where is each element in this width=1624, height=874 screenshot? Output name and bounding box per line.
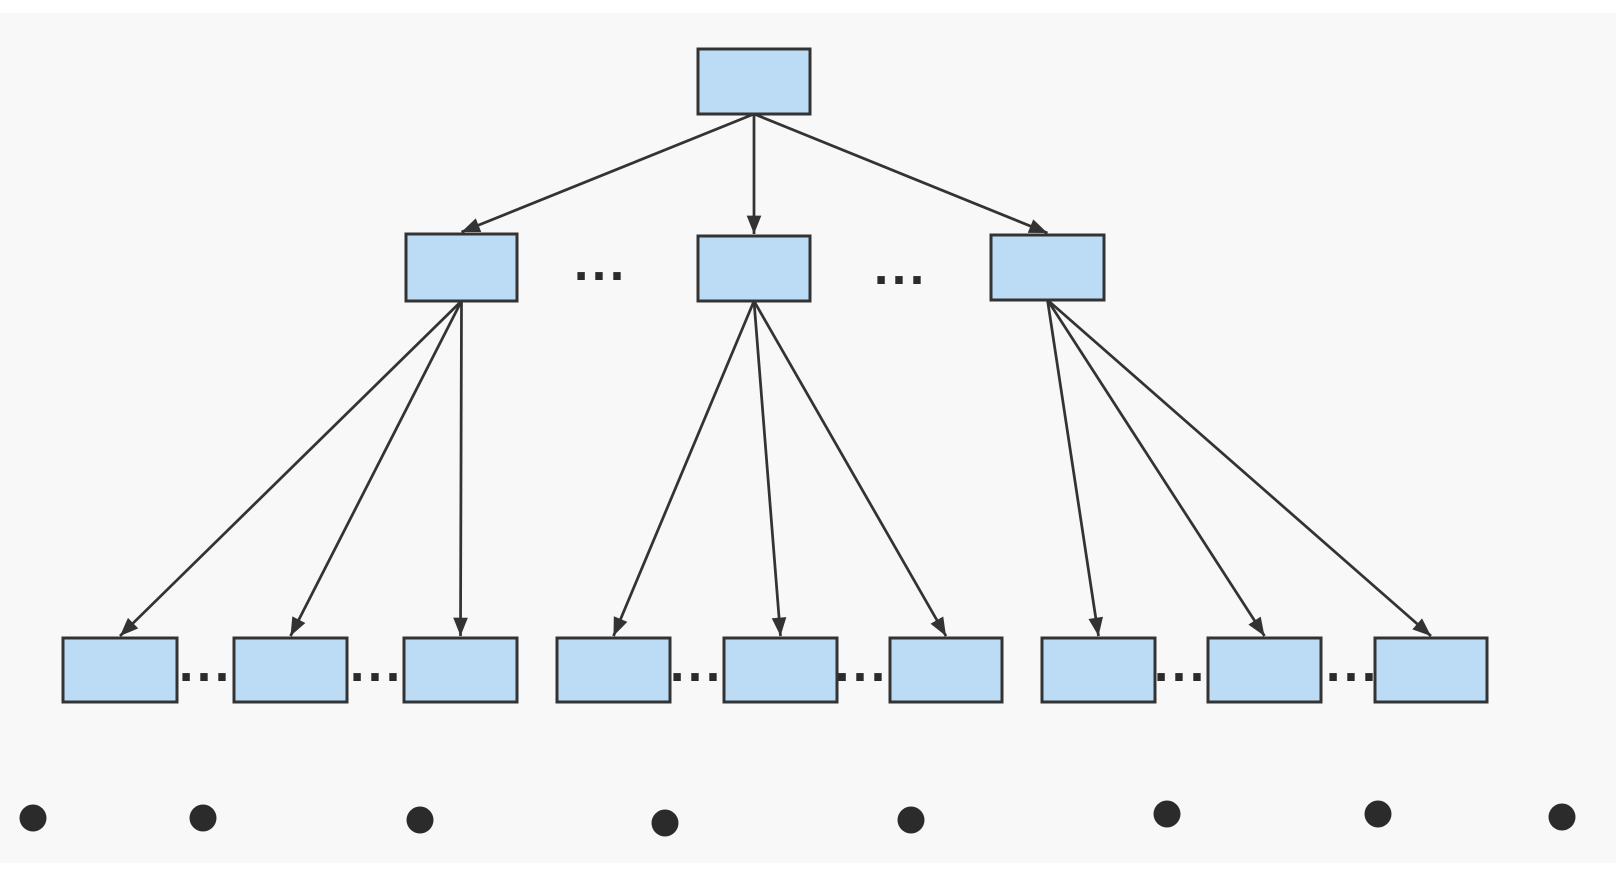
leaf-node bbox=[722, 636, 839, 704]
tree-edge-arrow bbox=[753, 112, 1049, 235]
level2-node bbox=[989, 233, 1106, 302]
root-node bbox=[696, 47, 812, 116]
continuation-dot bbox=[19, 804, 47, 832]
tree-edge-arrow bbox=[1046, 299, 1266, 637]
leaf-node bbox=[1040, 636, 1157, 704]
leaf-node bbox=[232, 636, 349, 704]
continuation-dots-layer bbox=[19, 800, 1576, 837]
continuation-dot bbox=[1548, 803, 1576, 831]
ellipsis-label: ... bbox=[573, 241, 627, 290]
tree-edge-arrow bbox=[612, 300, 756, 637]
level2-node bbox=[696, 234, 812, 303]
leaf-node bbox=[555, 636, 672, 704]
ellipsis-label: ... bbox=[349, 642, 403, 691]
tree-edge-arrow bbox=[1046, 299, 1103, 637]
tree-edge-arrow bbox=[460, 112, 755, 234]
edge-layer bbox=[119, 112, 1432, 638]
tree-edge-arrow bbox=[1046, 298, 1432, 638]
leaf-node bbox=[61, 636, 179, 704]
continuation-dot bbox=[897, 806, 925, 834]
leaf-node bbox=[1206, 636, 1323, 704]
continuation-dot bbox=[1364, 800, 1392, 828]
ellipsis-layer: ........................ bbox=[178, 241, 1379, 691]
ellipsis-label: ... bbox=[1325, 642, 1379, 691]
leaf-node bbox=[888, 636, 1004, 704]
leaf-node bbox=[402, 636, 519, 704]
ellipsis-label: ... bbox=[178, 642, 232, 691]
tree-edge-arrow bbox=[752, 300, 787, 637]
continuation-dot bbox=[189, 804, 217, 832]
continuation-dot bbox=[1153, 800, 1181, 828]
leaf-node bbox=[1373, 636, 1489, 704]
tree-edge-arrow bbox=[289, 300, 463, 637]
ellipsis-label: ... bbox=[873, 245, 927, 294]
level2-node bbox=[404, 232, 519, 303]
continuation-dot bbox=[651, 809, 679, 837]
diagram-canvas-surface bbox=[0, 13, 1616, 863]
tree-edge-arrow bbox=[119, 300, 463, 637]
node-layer bbox=[61, 47, 1489, 704]
ellipsis-label: ... bbox=[834, 642, 888, 691]
tree-edge-arrow bbox=[752, 300, 948, 637]
ellipsis-label: ... bbox=[1153, 642, 1207, 691]
ellipsis-label: ... bbox=[669, 642, 723, 691]
continuation-dot bbox=[406, 806, 434, 834]
tree-edge-arrow bbox=[453, 300, 468, 637]
